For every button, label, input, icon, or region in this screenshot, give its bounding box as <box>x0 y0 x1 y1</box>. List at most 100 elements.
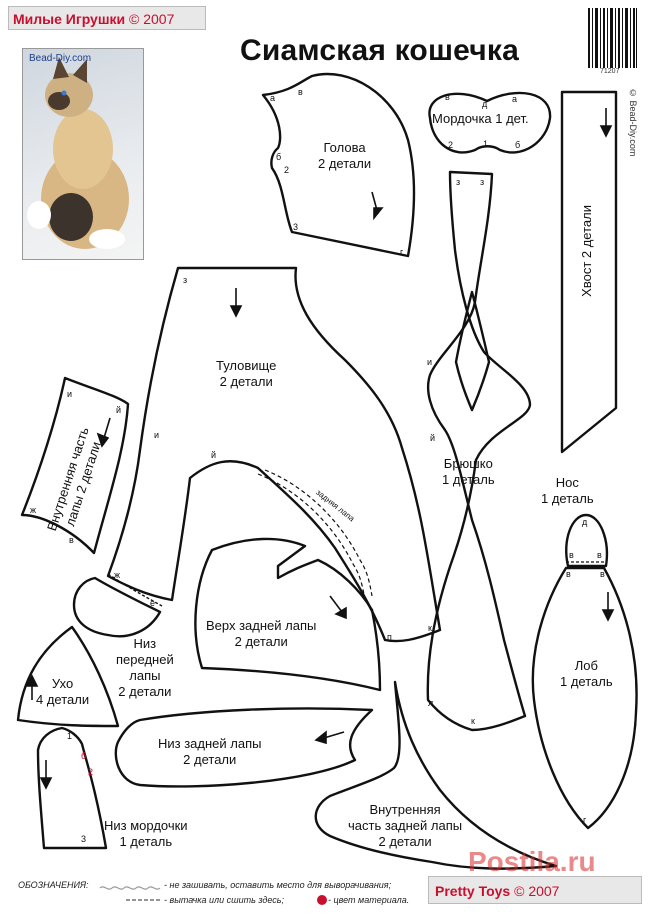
marker-2-muzzle-bottom: 2 <box>88 767 94 777</box>
head-outline <box>261 72 416 258</box>
marker-i-body: и <box>154 430 160 440</box>
marker-y-belly: й <box>430 433 436 443</box>
marker-3-head: 3 <box>293 222 299 232</box>
marker-a-muzzle: а <box>512 94 518 104</box>
marker-v-head: в <box>298 87 303 97</box>
legend-item-open-seam: - не зашивать, оставить место для вывора… <box>164 880 392 890</box>
hind-leg-top-outline <box>194 537 382 692</box>
material-color-dot <box>317 895 327 905</box>
marker-3-muzzle-bottom: 3 <box>81 834 87 844</box>
marker-i-inner-leg: и <box>67 389 73 399</box>
arrow-inner-front-leg <box>103 417 111 439</box>
cat-photo: Bead-Diy.com <box>22 48 144 260</box>
marker-v-forehead-left: в <box>566 569 571 579</box>
arrowhead-tail <box>599 125 613 138</box>
marker-g-head: г <box>400 247 404 257</box>
arrowhead-inner-front-leg <box>96 432 110 448</box>
arrow-hind-leg-bottom <box>323 731 345 739</box>
arrowhead-forehead <box>601 609 615 622</box>
arrowhead-muzzle-bottom <box>39 777 53 790</box>
front-leg-bottom-outline <box>72 576 162 638</box>
label-tail: Хвост 2 детали <box>579 205 594 297</box>
marker-i-belly: и <box>427 357 433 367</box>
marker-zh-body: ж <box>114 570 121 580</box>
marker-a-head: а <box>270 93 276 103</box>
marker-k-body: к <box>428 623 432 633</box>
hind-leg-bottom-outline <box>114 707 374 788</box>
page-title: Сиамская кошечка <box>240 34 520 67</box>
muzzle-outline <box>428 91 552 154</box>
marker-d-muzzle: д <box>482 99 488 109</box>
marker-b-head: б <box>276 152 282 162</box>
legend-sample-stitch <box>99 886 161 890</box>
marker-k-belly: к <box>471 716 475 726</box>
inner-hind-leg-outline <box>314 680 558 870</box>
marker-b-muzzle-bottom: б <box>81 751 87 761</box>
tail-outline <box>560 90 618 454</box>
nose-outline <box>565 513 609 568</box>
arrow-hind-leg-top <box>329 595 343 613</box>
marker-p-body: п <box>387 632 392 642</box>
arrowhead-head <box>373 207 384 221</box>
marker-y-body: й <box>211 450 217 460</box>
marker-z-belly-right: з <box>480 177 485 187</box>
legend-item-color: - цвет материала. <box>328 895 410 905</box>
muzzle-bottom-outline <box>36 726 108 850</box>
brand-badge-top: Милые Игрушки © 2007 <box>8 6 206 30</box>
arrowhead-hind-leg-top <box>334 606 347 620</box>
legend-title: ОБОЗНАЧЕНИЯ: <box>18 880 89 890</box>
marker-e-body: е <box>150 598 156 608</box>
forehead-outline <box>531 566 638 830</box>
brand-badge-bottom: Pretty Toys © 2007 <box>428 876 642 904</box>
barcode <box>588 8 637 68</box>
body-outline <box>106 266 442 643</box>
site-name: Bead-Diy.com <box>29 53 92 64</box>
watermark: Postila.ru <box>468 846 596 877</box>
marker-2-head: 2 <box>284 165 290 175</box>
legend-item-dart: - вытачка или сшить здесь; <box>164 895 285 905</box>
marker-1-muzzle: 1 <box>483 139 489 149</box>
marker-g-forehead: г <box>583 815 587 825</box>
dart-line-2 <box>257 473 366 601</box>
belly-outline <box>426 170 532 732</box>
vertical-credit: © Bead-Diy.com <box>628 88 638 157</box>
marker-2-muzzle: 2 <box>448 140 454 150</box>
marker-v-muzzle: в <box>445 92 450 102</box>
marker-z-belly-left: з <box>456 177 461 187</box>
barcode-number: 71207 <box>600 68 620 75</box>
marker-l-belly: л <box>428 698 434 708</box>
belly-dart <box>454 290 491 412</box>
arrowhead-hind-leg-bottom <box>314 730 327 745</box>
label-muzzle: Мордочка 1 дет. <box>432 111 529 126</box>
arrowhead-ear <box>25 674 39 687</box>
brand-name: Милые Игрушки <box>13 11 126 27</box>
marker-d-nose: д <box>582 517 588 527</box>
footer-brand-name: Pretty Toys <box>435 883 511 899</box>
marker-v-forehead-right: в <box>600 569 605 579</box>
cat-illustration <box>27 57 129 249</box>
inner-front-leg-outline <box>20 376 130 555</box>
arrowhead-body <box>229 305 243 318</box>
marker-b-muzzle: б <box>515 140 521 150</box>
marker-v-nose-left: в <box>569 550 574 560</box>
marker-v-inner-leg: в <box>69 535 74 545</box>
marker-1-muzzle-bottom: 1 <box>67 731 73 741</box>
marker-zh-inner-leg: ж <box>30 505 37 515</box>
ear-outline <box>16 625 120 728</box>
dart-line <box>264 469 373 597</box>
brand-year: © 2007 <box>129 11 175 27</box>
marker-z-body: з <box>183 275 188 285</box>
seam-front-leg <box>107 573 163 607</box>
